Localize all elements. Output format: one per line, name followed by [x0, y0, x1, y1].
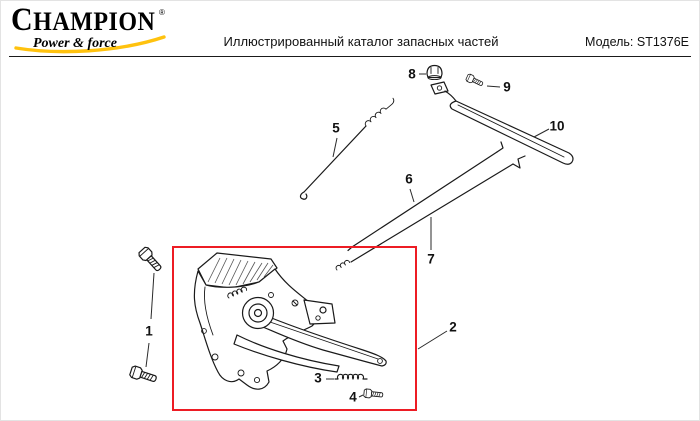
- callout-1: 1: [145, 323, 153, 339]
- callout-4: 4: [349, 389, 357, 405]
- leader-lines: [145, 73, 550, 398]
- model-label: Модель:: [585, 35, 634, 49]
- part-10-lever: [430, 81, 574, 165]
- callout-5: 5: [332, 120, 340, 136]
- catalog-title: Иллюстрированный каталог запасных частей: [223, 34, 499, 49]
- callout-9: 9: [503, 79, 511, 95]
- part-4-bolt: [363, 388, 384, 400]
- model-value: ST1376E: [636, 35, 689, 49]
- part-9-bolt: [464, 73, 485, 89]
- brand-tagline: Power & force: [33, 36, 117, 51]
- callout-2: 2: [449, 319, 457, 335]
- part-7-rod: [335, 155, 526, 271]
- part-6-rod: [347, 141, 504, 252]
- part-5-spring: [299, 97, 395, 200]
- highlight-box: [172, 246, 417, 411]
- header-divider: [9, 56, 691, 57]
- brand-name: CHAMPION: [11, 1, 156, 38]
- callout-8: 8: [408, 66, 416, 82]
- callout-6: 6: [405, 171, 413, 187]
- callout-10: 10: [549, 118, 565, 134]
- part-3-spring: [334, 373, 368, 380]
- logo-swoosh: [14, 35, 166, 54]
- part-2-assembly: [193, 252, 387, 390]
- model-info: Модель: ST1376E: [585, 35, 689, 49]
- callout-7: 7: [427, 251, 435, 267]
- brand-logo: CHAMPION ® Power & force: [11, 1, 181, 51]
- registered-mark: ®: [159, 8, 165, 17]
- part-8-cap: [426, 64, 443, 81]
- callout-3: 3: [314, 370, 322, 386]
